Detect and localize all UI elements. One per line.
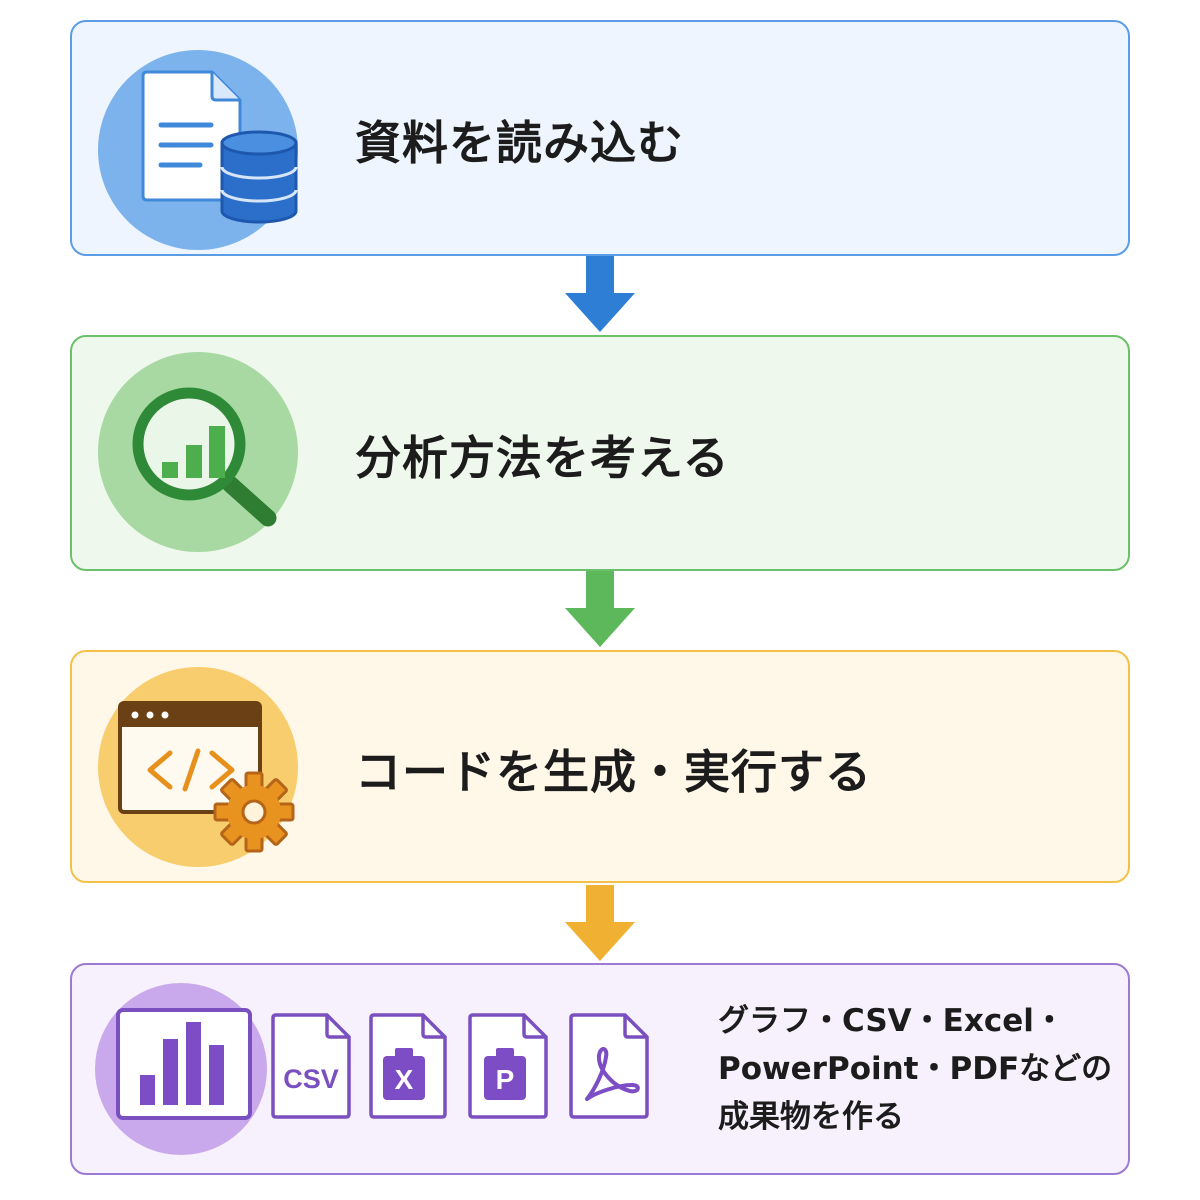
excel-file-icon: X	[368, 1012, 447, 1119]
step-1-label: 資料を読み込む	[355, 116, 684, 170]
step-4-label-line: PowerPoint・PDFなどの	[718, 1051, 1113, 1087]
powerpoint-file-icon: P	[467, 1012, 548, 1119]
bar-chart-icon	[115, 1007, 252, 1120]
csv-file-label: CSV	[283, 1064, 339, 1094]
arrow-down-icon	[565, 885, 635, 961]
code-window-gear-icon	[97, 666, 298, 867]
bar-chart-icon	[161, 425, 225, 478]
database-icon	[220, 130, 297, 223]
step-3-label: コードを生成・実行する	[355, 744, 872, 799]
step-2-label: 分析方法を考える	[355, 431, 730, 485]
csv-file-icon: CSV	[270, 1012, 351, 1119]
step-4-label-line: グラフ・CSV・Excel・	[718, 1003, 1065, 1039]
step-4-box: CSV X P グラフ・CSV・E	[70, 963, 1130, 1175]
gear-icon	[213, 771, 294, 852]
document-icon	[141, 70, 241, 201]
excel-file-label: X	[394, 1064, 413, 1095]
step-2-box: 分析方法を考える	[70, 335, 1130, 571]
arrow-down-icon	[565, 571, 635, 647]
document-database-icon	[97, 49, 298, 250]
magnifier-chart-icon	[97, 351, 298, 552]
pdf-file-icon	[568, 1012, 649, 1119]
output-icons: CSV X P	[94, 982, 649, 1155]
step-4-label: グラフ・CSV・Excel・ PowerPoint・PDFなどの 成果物を作る	[718, 965, 1112, 1173]
powerpoint-file-label: P	[495, 1064, 514, 1095]
step-3-box: コードを生成・実行する	[70, 650, 1130, 883]
step-1-box: 資料を読み込む	[70, 20, 1130, 256]
acrobat-logo-icon	[584, 1046, 640, 1101]
arrow-down-icon	[565, 256, 635, 332]
step-4-label-line: 成果物を作る	[718, 1099, 904, 1135]
